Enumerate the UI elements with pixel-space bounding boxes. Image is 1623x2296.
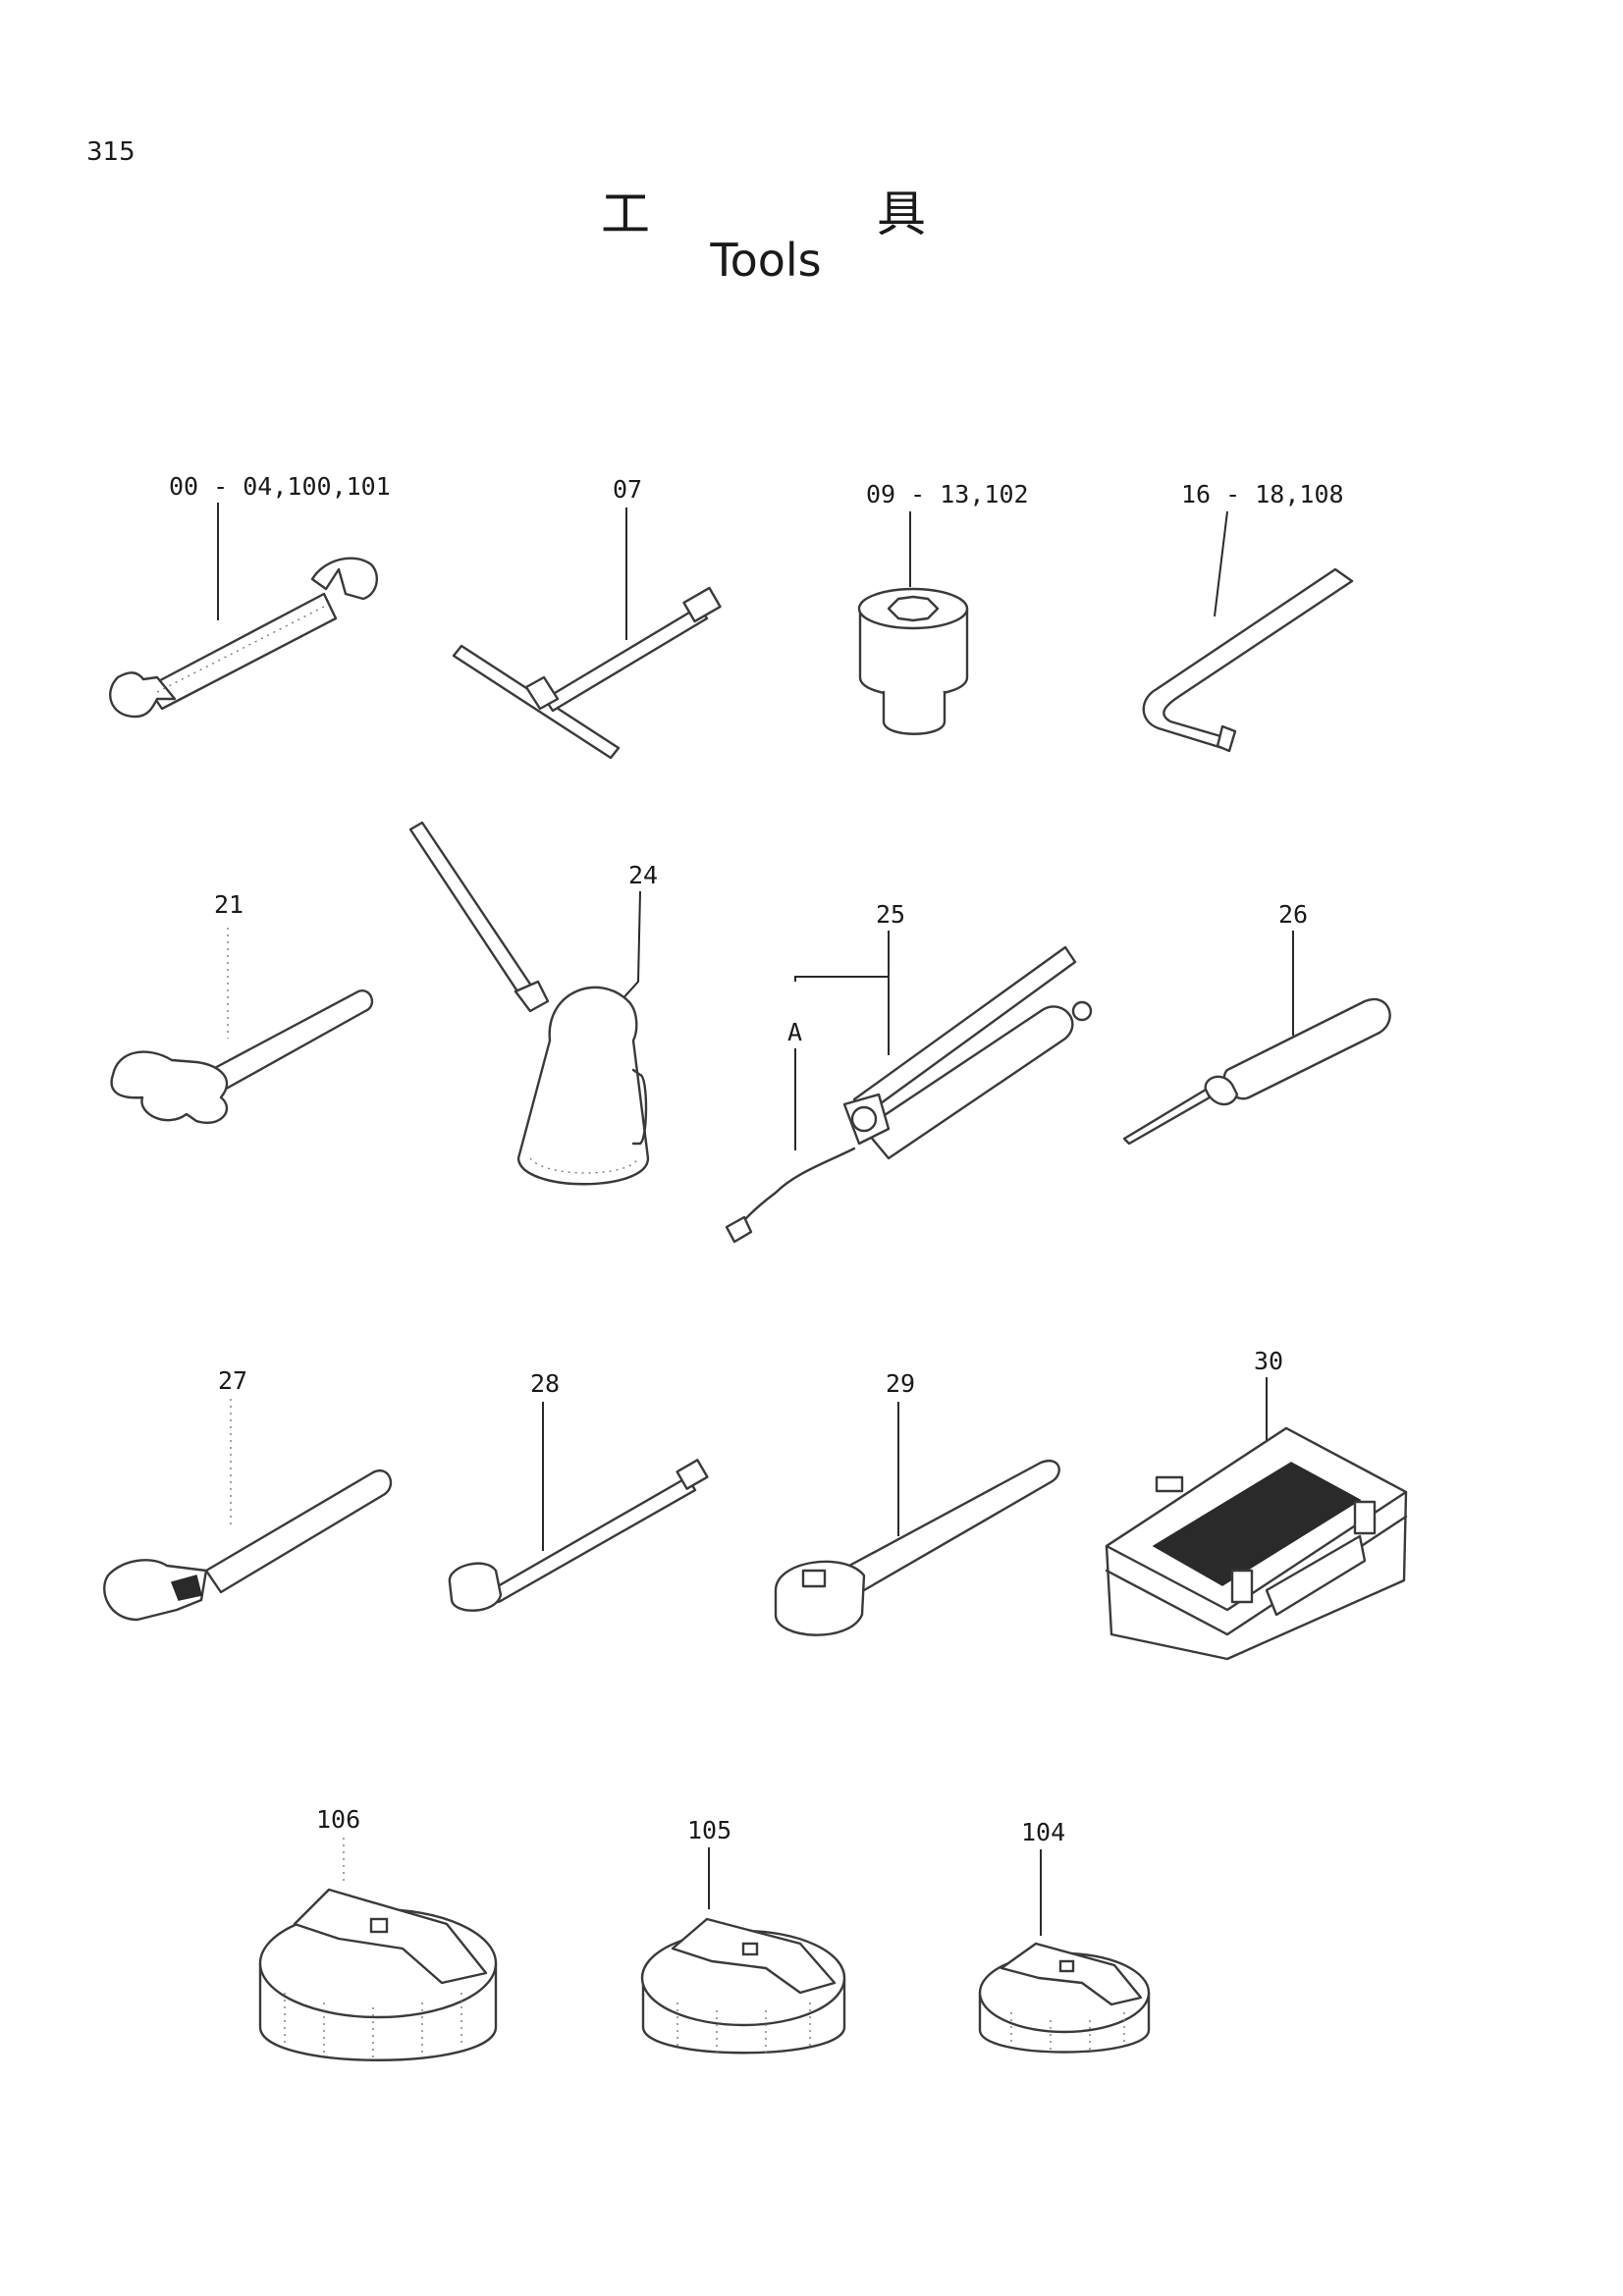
label-hex-key: 16 - 18,108	[1181, 480, 1344, 508]
label-hammer: 21	[214, 890, 243, 919]
label-ratchet-handle: 29	[886, 1369, 915, 1398]
label-filter-wrench-medium: 105	[687, 1816, 731, 1844]
page-title-jp-2: 具	[877, 186, 926, 242]
label-t-wrench: 07	[613, 475, 642, 504]
socket: 09 - 13,102	[857, 480, 1029, 735]
label-wrench: 00 - 04,100,101	[169, 472, 391, 501]
label-screwdriver: 26	[1278, 900, 1308, 929]
page-number: 315	[86, 137, 135, 167]
adjustable-wrench: 27	[103, 1366, 393, 1622]
t-socket-wrench: 07	[452, 475, 722, 760]
label-tool-box: 30	[1254, 1347, 1283, 1375]
label-grease-gun: 25	[876, 900, 905, 929]
label-filter-wrench-small: 104	[1021, 1818, 1065, 1846]
oil-can: 24	[408, 821, 658, 1186]
ratchet-handle: 29	[774, 1369, 1060, 1636]
tool-box: 30	[1105, 1347, 1408, 1661]
label-filter-wrench-large: 106	[316, 1805, 360, 1834]
label-grease-gun-nozzle: A	[787, 1018, 802, 1046]
hammer: 21	[110, 890, 374, 1124]
filter-wrench-small: 104	[978, 1818, 1151, 2054]
label-adjustable-wrench: 27	[218, 1366, 247, 1395]
label-extension-bar: 28	[530, 1369, 560, 1398]
page-title-jp-1: 工	[601, 186, 650, 242]
double-open-end-wrench: 00 - 04,100,101	[109, 472, 391, 719]
filter-wrench-medium: 105	[640, 1816, 846, 2056]
page-title-en: Tools	[710, 234, 822, 287]
grease-gun: 25 A	[725, 900, 1093, 1244]
extension-bar: 28	[448, 1369, 709, 1612]
label-socket: 09 - 13,102	[866, 480, 1029, 508]
label-oil-can: 24	[628, 861, 658, 889]
hex-key: 16 - 18,108	[1142, 480, 1354, 753]
screwdriver: 26	[1122, 900, 1391, 1146]
filter-wrench-large: 106	[258, 1805, 498, 2061]
